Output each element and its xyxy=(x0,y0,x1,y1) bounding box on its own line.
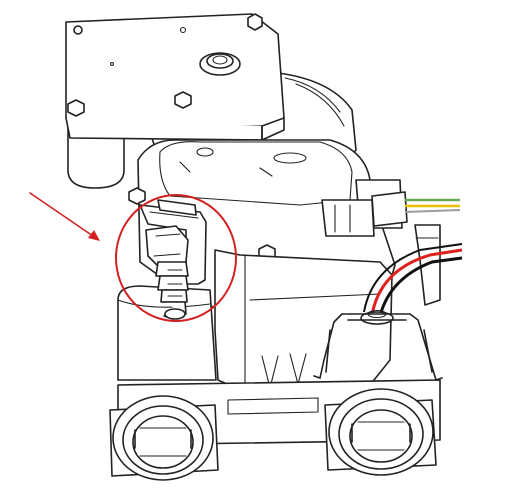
screw-icon xyxy=(67,13,263,117)
black-wire xyxy=(378,256,463,317)
red-wire xyxy=(370,248,463,316)
sensor-connector xyxy=(321,179,461,237)
pointer-arrow xyxy=(29,192,100,241)
wire-clip-bracket xyxy=(313,243,463,381)
highlight-circle xyxy=(115,194,237,322)
outlet-port xyxy=(324,388,437,476)
drain-barb-fitting xyxy=(139,199,207,320)
inlet-port xyxy=(109,395,219,481)
gray-wire xyxy=(404,209,461,213)
